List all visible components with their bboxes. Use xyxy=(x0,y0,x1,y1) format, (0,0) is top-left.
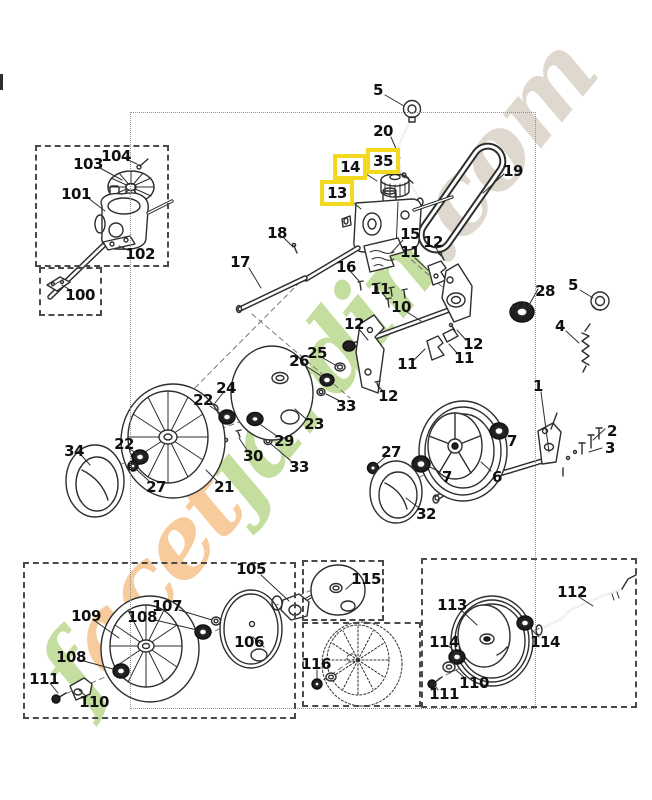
part-label-114: 114 xyxy=(530,633,560,651)
wheel-113-group xyxy=(427,574,637,689)
wheel-116-group xyxy=(311,621,403,707)
bolt-111-left xyxy=(51,692,67,704)
part-label-105: 105 xyxy=(236,560,266,578)
part-label-7: 7 xyxy=(507,432,517,450)
disc-115 xyxy=(310,564,366,616)
part-label-33: 33 xyxy=(289,458,309,476)
axle-112 xyxy=(535,574,637,636)
washer-107 xyxy=(210,616,222,626)
part-label-26: 26 xyxy=(289,352,309,370)
bolt-111-right xyxy=(427,676,443,689)
part-label-11: 11 xyxy=(454,349,474,367)
part-label-10: 10 xyxy=(391,298,411,316)
bracket-11-upper xyxy=(427,250,447,286)
part-label-111: 111 xyxy=(429,685,459,703)
part-label-101: 101 xyxy=(61,185,91,203)
part-label-114: 114 xyxy=(429,633,459,651)
ring-106 xyxy=(219,589,283,669)
part-label-14: 14 xyxy=(333,154,367,180)
part-label-3: 3 xyxy=(605,439,615,457)
bolts-16-11 xyxy=(357,280,408,308)
hubcap-32 xyxy=(369,460,423,524)
part-label-111: 111 xyxy=(29,670,59,688)
part-label-7: 7 xyxy=(442,468,452,486)
bolts-2-3 xyxy=(562,427,603,477)
wheel-109-group xyxy=(51,573,350,704)
part-label-11: 11 xyxy=(370,280,390,298)
part-label-11: 11 xyxy=(397,355,417,373)
bracket-110-left xyxy=(69,677,93,701)
part-label-15: 15 xyxy=(400,225,420,243)
part-label-35: 35 xyxy=(366,148,400,174)
part-label-22: 22 xyxy=(114,435,134,453)
part-label-107: 107 xyxy=(152,597,182,615)
part-label-106: 106 xyxy=(234,633,264,651)
leader-lines xyxy=(49,94,606,698)
part-label-12: 12 xyxy=(463,335,483,353)
part-label-104: 104 xyxy=(101,147,131,165)
clip-100 xyxy=(46,276,71,292)
brackets-11-12-mid xyxy=(426,322,459,361)
part-label-16: 16 xyxy=(336,258,356,276)
part-label-20: 20 xyxy=(373,122,393,140)
part-label-13: 13 xyxy=(320,180,354,206)
part-label-109: 109 xyxy=(71,607,101,625)
part-label-6: 6 xyxy=(492,468,502,486)
bearing-28 xyxy=(509,301,535,323)
shaft-17 xyxy=(235,242,308,314)
part-label-27: 27 xyxy=(146,478,166,496)
part-label-103: 103 xyxy=(73,155,103,173)
part-label-110: 110 xyxy=(79,693,109,711)
part-label-32: 32 xyxy=(416,505,436,523)
part-label-17: 17 xyxy=(230,253,250,271)
drive-disc-23 xyxy=(205,345,314,443)
drive-belt-19 xyxy=(417,142,507,254)
edge-artifact xyxy=(0,74,3,90)
part-label-12: 12 xyxy=(423,233,443,251)
part-label-25: 25 xyxy=(307,344,327,362)
part-label-28: 28 xyxy=(535,282,555,300)
part-label-27: 27 xyxy=(381,443,401,461)
part-label-12: 12 xyxy=(378,387,398,405)
part-label-5: 5 xyxy=(568,276,578,294)
pulley-14 xyxy=(380,172,414,198)
part-label-102: 102 xyxy=(125,245,155,263)
part-label-21: 21 xyxy=(214,478,234,496)
pin-30 xyxy=(235,429,242,438)
part-label-23: 23 xyxy=(304,415,324,433)
part-label-29: 29 xyxy=(274,432,294,450)
part-label-116: 116 xyxy=(301,655,331,673)
part-label-112: 112 xyxy=(557,583,587,601)
part-label-2: 2 xyxy=(607,422,617,440)
part-label-115: 115 xyxy=(351,570,381,588)
part-label-100: 100 xyxy=(65,286,95,304)
part-label-12: 12 xyxy=(344,315,364,333)
part-label-108: 108 xyxy=(127,608,157,626)
spring-4 xyxy=(581,323,591,373)
part-label-24: 24 xyxy=(216,379,236,397)
part-label-18: 18 xyxy=(267,224,287,242)
part-label-34: 34 xyxy=(64,442,84,460)
part-label-33: 33 xyxy=(336,397,356,415)
mount-plate-15 xyxy=(357,237,408,308)
part-label-11: 11 xyxy=(400,243,420,261)
nut-110-right xyxy=(442,661,456,673)
wheel-6-group xyxy=(366,400,509,524)
part-label-113: 113 xyxy=(437,596,467,614)
cap-5-right xyxy=(590,291,610,311)
part-label-1: 1 xyxy=(533,377,543,395)
part-label-22: 22 xyxy=(193,391,213,409)
part-label-108: 108 xyxy=(56,648,86,666)
part-label-19: 19 xyxy=(503,162,523,180)
part-label-110: 110 xyxy=(459,674,489,692)
transmission-101-assembly xyxy=(47,158,174,300)
part-label-5: 5 xyxy=(373,81,383,99)
part-label-30: 30 xyxy=(243,447,263,465)
part-label-4: 4 xyxy=(555,317,565,335)
